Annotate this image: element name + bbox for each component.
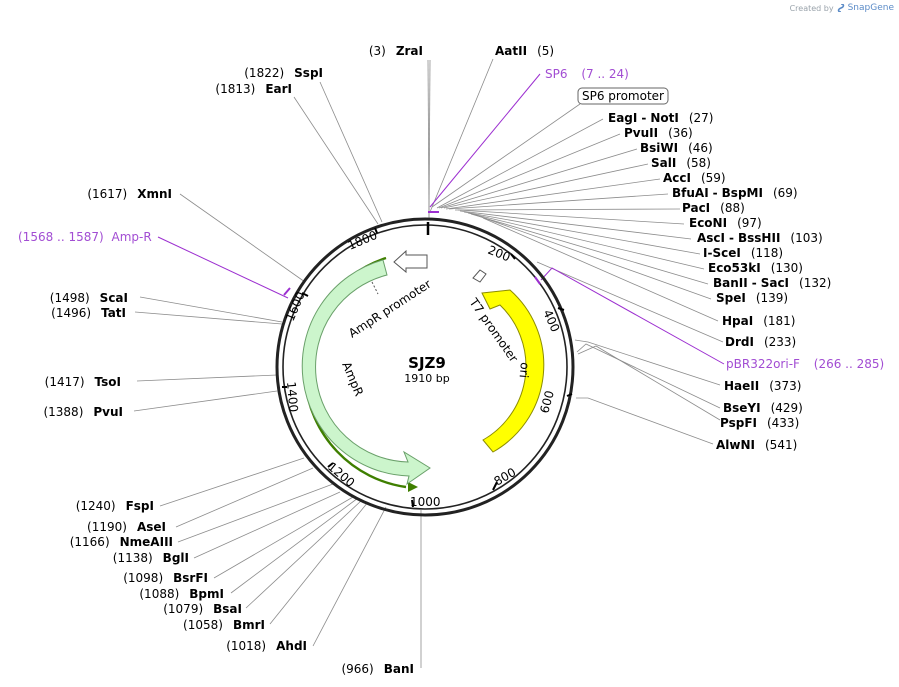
amp-r-primer-arrowhead xyxy=(408,482,418,492)
snapgene-credit: Created by SnapGene xyxy=(790,3,894,13)
site-i-scei: I-SceI(118) xyxy=(703,246,783,260)
ori-feature-arrow xyxy=(481,289,545,453)
credit-prefix: Created by xyxy=(789,3,834,13)
site-acci: AccI(59) xyxy=(663,171,726,185)
site-bpmi: (1088)BpmI xyxy=(139,587,224,601)
site-pvui: (1388)PvuI xyxy=(43,405,123,419)
site-tsoi: (1417)TsoI xyxy=(45,375,121,389)
primer-markers xyxy=(283,211,541,296)
site-hpai: HpaI(181) xyxy=(722,314,795,328)
leader-lines xyxy=(133,58,725,668)
site-asei: (1190)AseI xyxy=(87,520,166,534)
site-spei: SpeI(139) xyxy=(716,291,788,305)
site-fspi: (1240)FspI xyxy=(76,499,154,513)
ampr-feature-arrow xyxy=(301,259,431,486)
site-paci: PacI(88) xyxy=(682,201,745,215)
site-banii-saci: BanII-SacI(132) xyxy=(713,276,831,290)
site-ahdi: (1018)AhdI xyxy=(226,639,307,653)
sp6-promoter-box xyxy=(577,87,669,105)
amp-r-primer-name: Amp-R xyxy=(112,230,152,244)
plasmid-backbone xyxy=(275,217,575,517)
sp6-primer-range: (7 .. 24) xyxy=(581,67,629,81)
site-scai: (1498)ScaI xyxy=(50,291,128,305)
tick-600: 600 xyxy=(537,389,556,415)
site-eari: (1813)EarI xyxy=(215,82,292,96)
site-zrai: (3)ZraI xyxy=(369,44,423,58)
plasmid-name: SJZ9 xyxy=(408,354,446,372)
site-bmri: (1058)BmrI xyxy=(183,618,265,632)
plasmid-length: 1910 bp xyxy=(404,372,449,385)
tick-400: 400 xyxy=(540,308,562,335)
site-bseyi: BseYI(429) xyxy=(723,401,803,415)
ori-label: ori xyxy=(517,362,532,379)
site-sspi: (1822)SspI xyxy=(244,66,323,80)
sp6-promoter-label: SP6 promoter xyxy=(582,89,664,103)
site-tati: (1496)TatI xyxy=(51,306,126,320)
right-enzyme-labels: AatII(5) EagI-NotI(27) PvuII(36) BsiWI(4… xyxy=(495,44,831,452)
pbr322-primer-name: pBR322ori-F xyxy=(726,357,800,371)
sp6-primer-name: SP6 xyxy=(545,67,568,81)
site-bsai: (1079)BsaI xyxy=(163,602,242,616)
site-pspfi: PspFI(433) xyxy=(720,416,799,430)
tick-1600: 1600 xyxy=(283,290,308,324)
site-nmeaiii: (1166)NmeAIII xyxy=(70,535,173,549)
pbr322-primer-range: (266 .. 285) xyxy=(814,357,884,371)
site-econi: EcoNI(97) xyxy=(689,216,762,230)
pbr322-primer-label: pBR322ori-F (266 .. 285) xyxy=(726,357,884,371)
sp6-primer-label: SP6 (7 .. 24) xyxy=(545,67,629,81)
site-bfuai-bspmi: BfuAI-BspMI(69) xyxy=(672,186,798,200)
amp-r-primer-range: (1568 .. 1587) xyxy=(18,230,104,244)
site-eco53ki: Eco53kI(130) xyxy=(708,261,803,275)
site-xmni: (1617)XmnI xyxy=(87,187,172,201)
site-bani: (966)BanI xyxy=(341,662,414,676)
snapgene-logo-icon xyxy=(837,4,844,12)
site-sali: SalI(58) xyxy=(651,156,711,170)
site-aatii: AatII(5) xyxy=(495,44,554,58)
site-bgli: (1138)BglI xyxy=(113,551,189,565)
t7-promoter-arrow xyxy=(472,269,487,283)
tick-1000: 1000 xyxy=(410,495,441,509)
site-haeii: HaeII(373) xyxy=(724,379,802,393)
site-bsrfi: (1098)BsrFI xyxy=(123,571,208,585)
site-pvuii: PvuII(36) xyxy=(624,126,693,140)
site-asci-bsshii: AscI-BssHII(103) xyxy=(697,231,823,245)
site-eagi-noti: EagI-NotI(27) xyxy=(608,111,713,125)
site-drdi: DrdI(233) xyxy=(725,335,796,349)
amp-r-primer-label: (1568 .. 1587) Amp-R xyxy=(18,230,152,244)
ampr-promoter-arrow xyxy=(393,249,428,274)
credit-brand: SnapGene xyxy=(847,3,894,13)
site-bsiwi: BsiWI(46) xyxy=(640,141,713,155)
ampr-label: AmpR xyxy=(339,360,366,398)
site-alwni: AlwNI(541) xyxy=(716,438,797,452)
tick-1400: 1400 xyxy=(284,381,301,413)
left-enzyme-labels: (3)ZraI (1822)SspI (1813)EarI (1617)XmnI… xyxy=(43,44,423,676)
